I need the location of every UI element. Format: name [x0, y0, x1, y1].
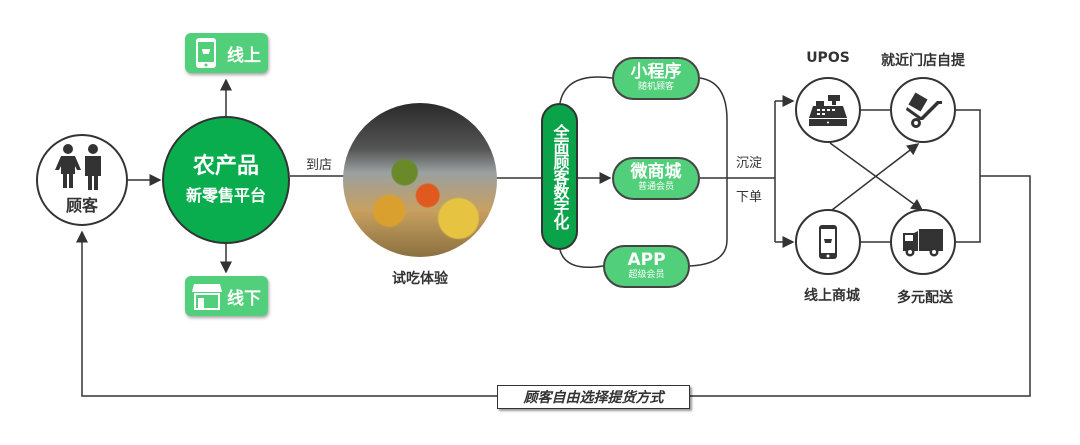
hand-truck-icon	[906, 92, 942, 128]
mall-label: 线上商城	[804, 288, 860, 304]
channel-miniprogram[interactable]: 小程序随机顾客	[612, 57, 700, 100]
platform-node: 农产品 新零售平台	[162, 116, 290, 244]
pickup-label: 就近门店自提	[881, 53, 965, 69]
digitization-pill: 全面顾客数字化	[541, 103, 578, 250]
channel-sub: 随机顾客	[637, 82, 674, 92]
deposit-label: 沉淀	[736, 156, 763, 171]
platform-subtitle: 新零售平台	[185, 186, 266, 205]
pickup-node	[890, 77, 956, 143]
channel-microshop[interactable]: 微商城普通会员	[612, 157, 700, 200]
offline-label: 线下	[227, 288, 261, 309]
phone-cart-icon	[196, 38, 216, 68]
online-label: 线上	[227, 45, 261, 66]
channel-sub: 超级会员	[628, 270, 665, 280]
mall-node	[795, 209, 861, 275]
channel-title: 微商城	[630, 162, 682, 182]
customer-node: 顾客	[36, 134, 128, 226]
customer-label: 顾客	[65, 196, 98, 215]
cash-register-icon	[809, 95, 847, 126]
phone-cart-icon	[819, 225, 837, 259]
upos-label: UPOS	[806, 50, 850, 66]
offline-box[interactable]: 线下	[185, 276, 268, 316]
platform-title: 农产品	[192, 154, 259, 179]
channel-title: APP	[627, 250, 666, 270]
order-label: 下单	[736, 190, 763, 205]
delivery-label: 多元配送	[897, 290, 953, 306]
truck-icon	[903, 229, 943, 257]
bottom-label-box: 顾客自由选择提货方式	[497, 385, 690, 409]
people-icon	[55, 144, 101, 190]
online-box[interactable]: 线上	[185, 33, 268, 73]
bottom-label: 顾客自由选择提货方式	[523, 390, 664, 406]
tasting-label: 试吃体验	[392, 271, 448, 287]
delivery-node	[890, 209, 956, 275]
to-store-label: 到店	[306, 158, 333, 173]
digitization-label: 全面顾客数字化	[550, 124, 570, 229]
storefront-icon	[192, 284, 222, 310]
channel-sub: 普通会员	[637, 182, 674, 192]
channel-title: 小程序	[630, 62, 682, 82]
upos-node	[795, 77, 861, 143]
tasting-photo	[343, 103, 497, 257]
